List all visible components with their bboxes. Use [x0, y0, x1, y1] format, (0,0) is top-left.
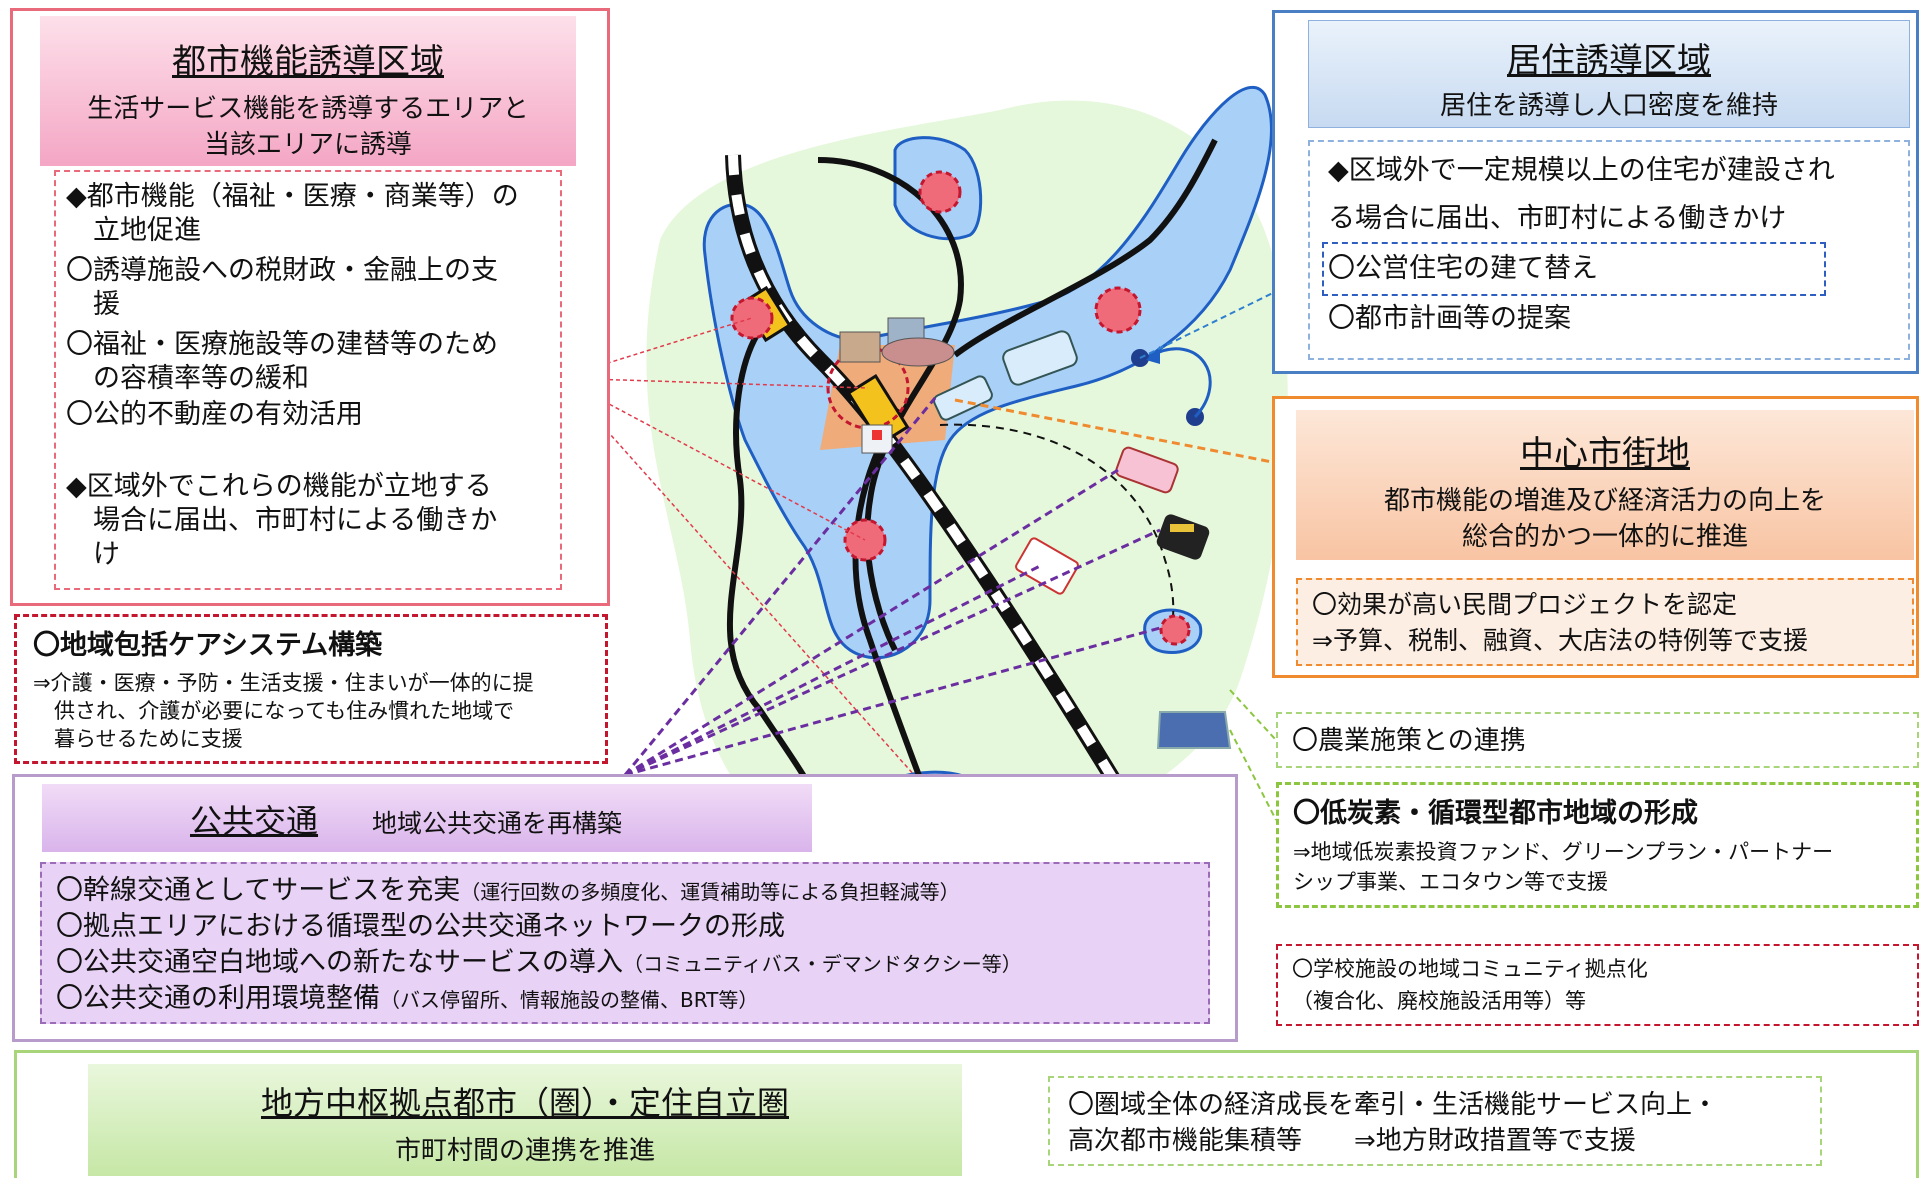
urban-function-sub-1: 生活サービス機能を誘導するエリアと: [87, 94, 529, 124]
list-item: 〇効果が高い民間プロジェクトを認定: [1312, 590, 1738, 619]
hub-east: [1094, 286, 1142, 334]
list-item-note: （バス停留所、情報施設の整備、BRT等）: [380, 988, 759, 1012]
low-carbon-line: シップ事業、エコタウン等で支援: [1293, 870, 1608, 894]
low-carbon-box: 〇低炭素・循環型都市地域の形成 ⇒地域低炭素投資ファンド、グリーンプラン・パート…: [1276, 782, 1919, 908]
school-box: 〇学校施設の地域コミュニティ拠点化 （複合化、廃校施設活用等）等: [1276, 944, 1919, 1026]
regional-hub-line: 高次都市機能集積等 ⇒地方財政措置等で支援: [1068, 1126, 1636, 1156]
community-care-title: 〇地域包括ケアシステム構築: [33, 630, 383, 661]
list-item-main: 〇拠点エリアにおける循環型の公共交通ネットワークの形成: [56, 911, 785, 942]
community-care-line: ⇒介護・医療・予防・生活支援・住まいが一体的に提: [33, 671, 534, 695]
list-item: 立地促進: [66, 215, 201, 246]
public-transport-list: 〇幹線交通としてサービスを充実（運行回数の多頻度化、運賃補助等による負担軽減等）…: [40, 862, 1210, 1024]
regional-hub-line: 〇圏域全体の経済成長を牽引・生活機能サービス向上・: [1068, 1090, 1719, 1120]
city-center-sub-2: 総合的かつ一体的に推進: [1461, 522, 1748, 552]
list-item-main: 〇幹線交通としてサービスを充実: [56, 875, 461, 906]
agriculture-text: 〇農業施策との連携: [1292, 726, 1526, 756]
residential-induction-header: 居住誘導区域 居住を誘導し人口密度を維持: [1308, 20, 1910, 128]
ambulance-icon: [1015, 537, 1079, 595]
list-item: 〇拠点エリアにおける循環型の公共交通ネットワークの形成: [56, 910, 785, 944]
list-item-main: 〇公共交通の利用環境整備: [56, 983, 380, 1014]
urban-function-title: 都市機能誘導区域: [172, 42, 444, 82]
regional-hub-title: 地方中枢拠点都市（圏）・定住自立圏: [260, 1084, 789, 1122]
road-4: [852, 408, 953, 862]
bus-icon-2: [933, 375, 993, 421]
list-item: 〇公共交通の利用環境整備（バス停留所、情報施設の整備、BRT等）: [56, 982, 758, 1017]
list-item: 援: [66, 289, 120, 320]
list-item: ◆都市機能（福祉・医療・商業等）の: [66, 181, 519, 212]
public-housing-highlight: [1322, 242, 1826, 296]
school-line: （複合化、廃校施設活用等）等: [1292, 989, 1586, 1013]
regional-hub-header: 地方中枢拠点都市（圏）・定住自立圏 市町村間の連携を推進: [88, 1064, 962, 1176]
list-item: の容積率等の緩和: [66, 363, 309, 394]
railway-stripes: [728, 154, 1155, 843]
relocation-arrow: [1149, 347, 1212, 419]
public-transport-title: 公共交通: [190, 802, 319, 840]
residential-induction-sub: 居住を誘導し人口密度を維持: [1439, 91, 1778, 121]
hub-southeast: [1159, 614, 1191, 646]
community-care-line: 暮らせるために支援: [33, 727, 243, 751]
regional-hub-box: 〇圏域全体の経済成長を牽引・生活機能サービス向上・ 高次都市機能集積等 ⇒地方財…: [1048, 1076, 1822, 1166]
regional-hub-sub: 市町村間の連携を推進: [394, 1136, 655, 1166]
list-item-main: 〇公共交通空白地域への新たなサービスの導入: [56, 947, 623, 978]
list-item-note: （運行回数の多頻度化、運賃補助等による負担軽減等）: [460, 880, 960, 904]
city-center-buildings: [839, 317, 955, 454]
list-item: 〇福祉・医療施設等の建替等のため: [66, 329, 498, 360]
road-1: [817, 157, 964, 652]
list-item: 〇公的不動産の有効活用: [66, 399, 363, 430]
public-transport-sub: 地域公共交通を再構築: [372, 809, 623, 838]
urban-function-header: 都市機能誘導区域 生活サービス機能を誘導するエリアと 当該エリアに誘導: [40, 16, 576, 166]
low-carbon-line: ⇒地域低炭素投資ファンド、グリーンプラン・パートナー: [1293, 840, 1834, 864]
community-care-line: 供され、介護が必要になっても住み慣れた地域で: [33, 699, 515, 723]
transit-loop: [939, 423, 1175, 631]
road-3: [953, 138, 1218, 358]
city-center-list: 〇効果が高い民間プロジェクトを認定 ⇒予算、税制、融資、大店法の特例等で支援: [1296, 578, 1914, 666]
list-item: ◆区域外でこれらの機能が立地する: [66, 471, 492, 502]
list-item: 〇公営住宅の建て替え: [1328, 253, 1598, 284]
urban-function-sub-2: 当該エリアに誘導: [203, 130, 412, 160]
solar-farm-icon: [1156, 711, 1232, 749]
bus-icon-1: [1002, 330, 1078, 386]
list-item: ⇒予算、税制、融資、大店法の特例等で支援: [1312, 626, 1808, 655]
school-line: 〇学校施設の地域コミュニティ拠点化: [1292, 957, 1648, 981]
list-item: る場合に届出、市町村による働きかけ: [1328, 203, 1787, 234]
city-center-sub-1: 都市機能の増進及び経済活力の向上を: [1383, 486, 1826, 516]
city-center-header: 中心市街地 都市機能の増進及び経済活力の向上を 総合的かつ一体的に推進: [1296, 410, 1914, 560]
community-care-box: 〇地域包括ケアシステム構築 ⇒介護・医療・予防・生活支援・住まいが一体的に提 供…: [14, 614, 608, 764]
hub-north: [918, 170, 962, 214]
list-item: 〇誘導施設への税財政・金融上の支: [66, 255, 498, 286]
public-transport-header: 公共交通 地域公共交通を再構築: [42, 784, 812, 852]
residential-induction-title: 居住誘導区域: [1507, 41, 1711, 81]
community-bus-icon: [1115, 446, 1179, 494]
list-item: ◆区域外で一定規模以上の住宅が建設され: [1328, 155, 1835, 186]
list-item-note: （コミュニティバス・デマンドタクシー等）: [623, 952, 1022, 976]
taxi-icon: [1156, 514, 1210, 560]
hub-west: [730, 296, 774, 340]
list-item: 〇都市計画等の提案: [1328, 303, 1571, 334]
agriculture-box: 〇農業施策との連携: [1276, 712, 1919, 768]
station-central: [846, 374, 910, 446]
list-item: 〇公共交通空白地域への新たなサービスの導入（コミュニティバス・デマンドタクシー等…: [56, 946, 1022, 981]
list-item: 場合に届出、市町村による働きか: [66, 505, 498, 536]
residential-induction-list: ◆区域外で一定規模以上の住宅が建設され る場合に届出、市町村による働きかけ 〇公…: [1308, 140, 1910, 360]
list-item: 〇幹線交通としてサービスを充実（運行回数の多頻度化、運賃補助等による負担軽減等）: [56, 874, 960, 909]
urban-function-list: ◆都市機能（福祉・医療・商業等）の 立地促進 〇誘導施設への税財政・金融上の支 …: [54, 170, 562, 590]
list-item: け: [66, 539, 120, 570]
low-carbon-title: 〇低炭素・循環型都市地域の形成: [1293, 798, 1698, 829]
city-center-title: 中心市街地: [1520, 434, 1690, 474]
